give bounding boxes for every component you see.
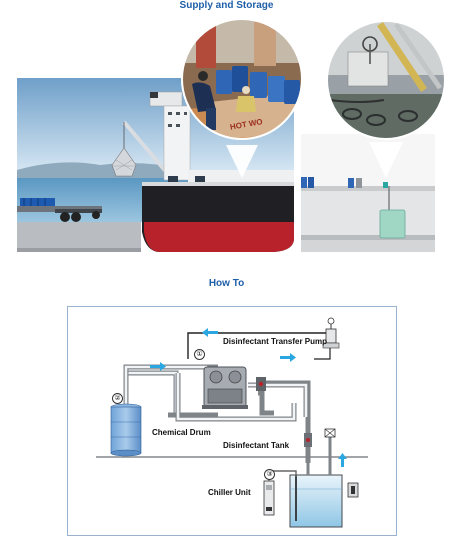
transfer-pump-motor xyxy=(314,317,340,360)
small-drums xyxy=(301,177,354,188)
central-pump xyxy=(202,366,248,409)
label-chemical-drum: Chemical Drum xyxy=(152,428,211,437)
deck-workers-photo: HOT WO xyxy=(181,18,303,140)
workers xyxy=(192,71,256,130)
ship xyxy=(142,91,294,252)
diagram-drawing xyxy=(96,317,368,528)
port-scene xyxy=(17,78,294,252)
label-transfer-pump: Disinfectant Transfer Pump xyxy=(223,337,328,346)
ship-crane xyxy=(111,120,175,182)
process-diagram: ① ② ③ Disinfectant Transfer Pump Chemica… xyxy=(67,306,397,536)
flow-arrow-drum xyxy=(150,362,166,371)
marker-1: ① xyxy=(194,349,205,360)
engine-room-photo xyxy=(326,20,446,140)
distant-hills xyxy=(17,162,180,182)
flow-arrow-vent xyxy=(338,453,347,467)
outlet-valve xyxy=(256,377,266,391)
flow-arrows xyxy=(150,328,347,467)
label-chiller-unit: Chiller Unit xyxy=(208,488,251,497)
marker-2: ② xyxy=(112,393,123,404)
disinfectant-tank xyxy=(289,474,343,528)
ship-hull-red xyxy=(144,222,294,252)
quay xyxy=(17,222,141,252)
label-disinfectant-tank: Disinfectant Tank xyxy=(223,441,290,450)
flow-arrow-pump xyxy=(280,353,296,362)
blue-drums xyxy=(216,66,300,104)
storage-tank xyxy=(379,209,406,239)
tank-inlet xyxy=(304,427,312,475)
how-to-heading: How To xyxy=(208,278,245,289)
flow-arrow-return xyxy=(202,328,218,337)
storage-room-scene xyxy=(301,134,435,252)
chemical-drum xyxy=(110,403,142,457)
marker-3: ③ xyxy=(264,469,275,480)
supply-storage-heading: Supply and Storage xyxy=(179,0,274,11)
truck xyxy=(17,198,102,222)
tank-vent xyxy=(324,428,336,475)
